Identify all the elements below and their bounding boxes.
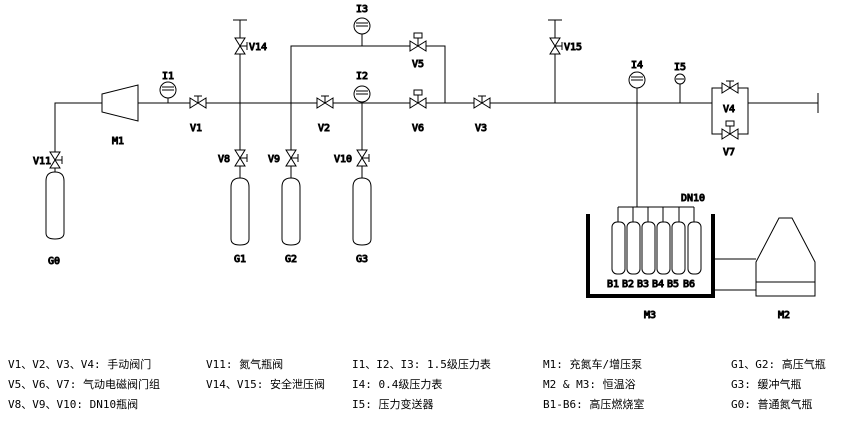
valve-v6[interactable]: [409, 89, 427, 109]
legend-item: G1、G2: 高压气瓶: [731, 358, 826, 371]
label-b5: B5: [667, 279, 679, 290]
gauge-i3: [353, 17, 371, 35]
cylinder-g3: [352, 177, 372, 246]
label-v1: V1: [190, 123, 202, 134]
legend-item: V5、V6、V7: 气动电磁阀门组: [8, 378, 160, 391]
label-g3: G3: [356, 254, 368, 265]
label-dn10: DN10: [681, 193, 705, 204]
label-i1: I1: [162, 71, 174, 82]
label-b2: B2: [622, 279, 634, 290]
label-v3: V3: [475, 123, 487, 134]
valve-v7[interactable]: [721, 120, 739, 140]
legend-item: I5: 压力变送器: [352, 398, 434, 411]
legend-col-3: I1、I2、I3: 1.5级压力表 I4: 0.4级压力表 I5: 压力变送器: [352, 358, 491, 412]
label-v4: V4: [723, 104, 735, 115]
label-v15: V15: [564, 42, 582, 53]
label-b6: B6: [683, 279, 695, 290]
legend-item: V14、V15: 安全泄压阀: [206, 378, 325, 391]
legend-col-2: V11: 氮气瓶阀 V14、V15: 安全泄压阀: [206, 358, 325, 392]
valve-v14[interactable]: [234, 37, 248, 55]
legend-item: B1-B6: 高压燃烧室: [543, 398, 645, 411]
cylinder-g1: [230, 177, 250, 246]
chambers-b1-b6: [611, 221, 702, 275]
pipes: [54, 19, 819, 291]
label-v6: V6: [412, 123, 424, 134]
label-g1: G1: [234, 254, 246, 265]
valve-v8[interactable]: [234, 149, 248, 167]
valve-v5[interactable]: [409, 32, 427, 52]
legend-item: I4: 0.4级压力表: [352, 378, 443, 391]
valve-v10[interactable]: [356, 149, 370, 167]
label-b4: B4: [652, 279, 664, 290]
valve-v9[interactable]: [285, 149, 299, 167]
legend-col-1: V1、V2、V3、V4: 手动阀门 V5、V6、V7: 气动电磁阀门组 V8、V…: [8, 358, 160, 412]
label-g0: G0: [48, 256, 60, 267]
label-v14: V14: [249, 42, 267, 53]
cylinder-g0: [45, 171, 65, 240]
legend-item: M1: 充氮车/增压泵: [543, 358, 643, 371]
legend-item: M2 & M3: 恒温浴: [543, 378, 636, 391]
legend-col-4: M1: 充氮车/增压泵 M2 & M3: 恒温浴 B1-B6: 高压燃烧室: [543, 358, 644, 412]
label-v7: V7: [723, 147, 735, 158]
label-i3: I3: [356, 4, 368, 15]
label-m1: M1: [112, 136, 124, 147]
legend-item: V11: 氮气瓶阀: [206, 358, 284, 371]
legend-item: I1、I2、I3: 1.5级压力表: [352, 358, 491, 371]
gauge-i4: [628, 71, 646, 89]
valve-v1[interactable]: [189, 95, 207, 109]
valve-v4[interactable]: [721, 80, 739, 94]
valve-v11[interactable]: [49, 151, 63, 169]
cylinder-g2: [281, 177, 301, 246]
legend-item: G3: 缓冲气瓶: [731, 378, 802, 391]
pump-m1: [101, 84, 139, 122]
label-v2: V2: [318, 123, 330, 134]
valve-v2[interactable]: [316, 95, 334, 109]
label-v8: V8: [218, 154, 230, 165]
label-i5: I5: [674, 62, 686, 73]
valve-v3[interactable]: [473, 95, 491, 109]
legend-item: G0: 普通氮气瓶: [731, 398, 813, 411]
label-v10: V10: [334, 154, 352, 165]
label-v5: V5: [412, 59, 424, 70]
legend-item: V1、V2、V3、V4: 手动阀门: [8, 358, 152, 371]
gauge-i2: [353, 85, 371, 103]
bath-m3: [586, 214, 715, 298]
label-m3: M3: [644, 310, 656, 321]
label-i2: I2: [356, 71, 368, 82]
legend-item: V8、V9、V10: DN10瓶阀: [8, 398, 139, 411]
label-b1: B1: [607, 279, 619, 290]
label-g2: G2: [285, 254, 297, 265]
bath-m2: [755, 217, 816, 297]
label-v9: V9: [268, 154, 280, 165]
label-b3: B3: [637, 279, 649, 290]
label-v11: V11: [33, 156, 51, 167]
label-i4: I4: [631, 60, 643, 71]
label-m2: M2: [778, 310, 790, 321]
gauge-i1: [159, 81, 177, 99]
legend-col-5: G1、G2: 高压气瓶 G3: 缓冲气瓶 G0: 普通氮气瓶: [731, 358, 826, 412]
valve-v15[interactable]: [549, 37, 563, 55]
